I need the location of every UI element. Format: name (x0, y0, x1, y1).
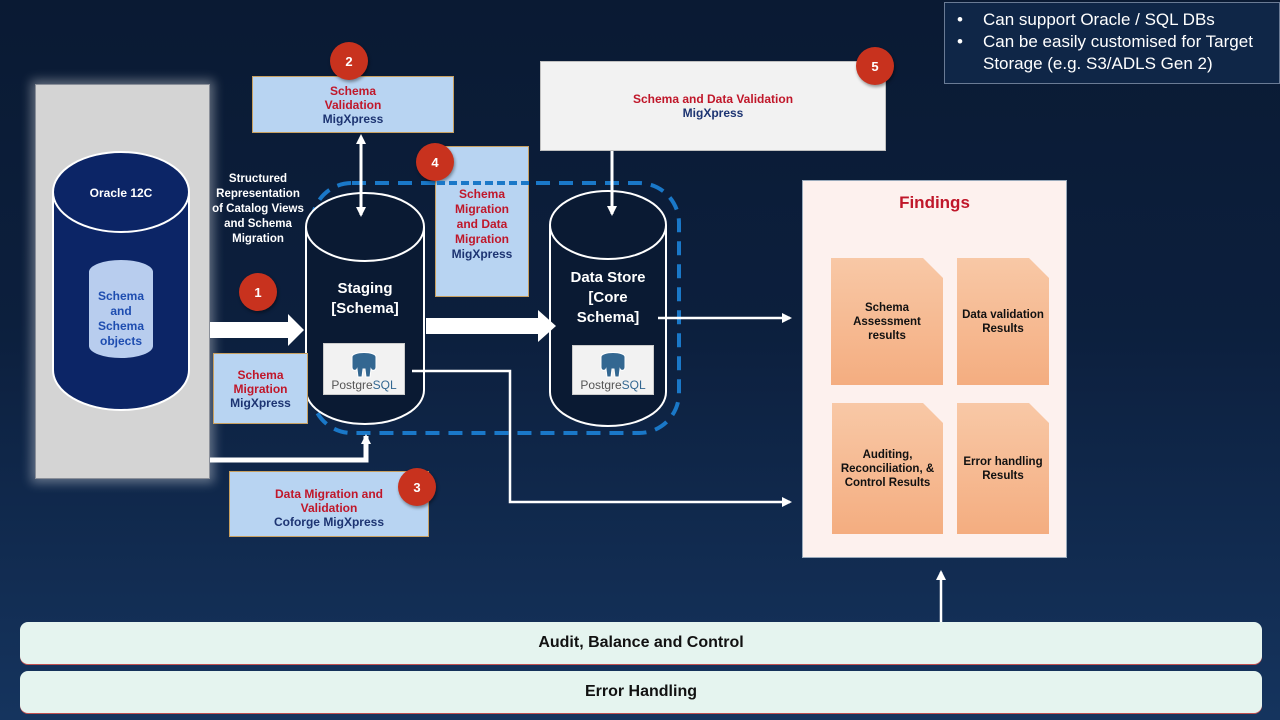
step-5-tool: MigXpress (682, 106, 744, 120)
audit-balance-control-bar: Audit, Balance and Control (20, 622, 1262, 664)
step-4-tool: MigXpress (451, 247, 513, 261)
boundary-segment (437, 181, 529, 185)
elephant-icon (600, 352, 626, 378)
findings-title: Findings (899, 193, 970, 212)
step-5-badge: 5 (856, 47, 894, 85)
step-2-badge: 2 (330, 42, 368, 80)
finding-schema-assessment: Schema Assessment results (831, 258, 943, 385)
datastore-subtitle-2: Schema] (576, 309, 640, 326)
step-2-tool: MigXpress (322, 111, 384, 126)
staging-subtitle: [Schema] (331, 300, 399, 317)
flow-label: Structured Representation of Catalog Vie… (212, 173, 304, 245)
step-1-box: Schema Migration MigXpress (213, 353, 308, 424)
datastore-subtitle-1: [Core (588, 289, 628, 306)
arrow-staging-to-datastore (426, 310, 556, 342)
step-4-title: Schema Migration and Data Migration (455, 187, 509, 246)
arrow-source-to-staging (210, 314, 304, 346)
finding-data-validation: Data validation Results (957, 258, 1049, 385)
finding-error-handling: Error handling Results (957, 403, 1049, 534)
step-1-badge: 1 (239, 273, 277, 311)
step-1-tool: MigXpress (230, 395, 291, 410)
postgresql-wordmark: PostgreSQL (331, 378, 397, 392)
step-5-box: Schema and Data Validation MigXpress (540, 61, 886, 151)
step-3-title: Data Migration and Validation (274, 487, 383, 515)
step-4-badge: 4 (416, 143, 454, 181)
oracle-db-title: Oracle 12C (89, 186, 153, 200)
step-2-title: Schema Validation (324, 83, 382, 112)
step-3-tool: Coforge MigXpress (273, 515, 384, 529)
arrow-source-to-staging-data (210, 434, 371, 463)
staging-postgresql-logo: PostgreSQL (323, 343, 405, 395)
error-handling-bar: Error Handling (20, 671, 1262, 713)
step-5-title: Schema and Data Validation (632, 92, 794, 106)
step-2-box: Schema Validation MigXpress (252, 76, 454, 133)
notes-box: Can support Oracle / SQL DBs Can be easi… (944, 2, 1280, 84)
note-item: Can support Oracle / SQL DBs (955, 9, 1271, 31)
datastore-label: Data Store [Core Schema] (552, 268, 664, 328)
datastore-postgresql-logo: PostgreSQL (572, 345, 654, 395)
arrow-staging-to-findings (412, 369, 792, 507)
postgresql-wordmark: PostgreSQL (580, 378, 646, 392)
step-3-badge: 3 (398, 468, 436, 506)
schema-objects-label: Schema and Schema objects (97, 289, 145, 348)
findings-panel: Findings Schema Assessment results Data … (802, 180, 1067, 558)
note-item: Can be easily customised for Target Stor… (955, 31, 1271, 75)
step-3-box: Data Migration and Validation Coforge Mi… (229, 471, 429, 537)
datastore-title: Data Store (570, 269, 646, 286)
staging-title: Staging (337, 280, 393, 297)
elephant-icon (351, 352, 377, 378)
staging-label: Staging [Schema] (310, 279, 420, 319)
finding-auditing-reconciliation: Auditing, Reconciliation, & Control Resu… (832, 403, 943, 534)
schema-objects-cylinder (89, 260, 153, 358)
step-1-title: Schema Migration (233, 367, 288, 396)
